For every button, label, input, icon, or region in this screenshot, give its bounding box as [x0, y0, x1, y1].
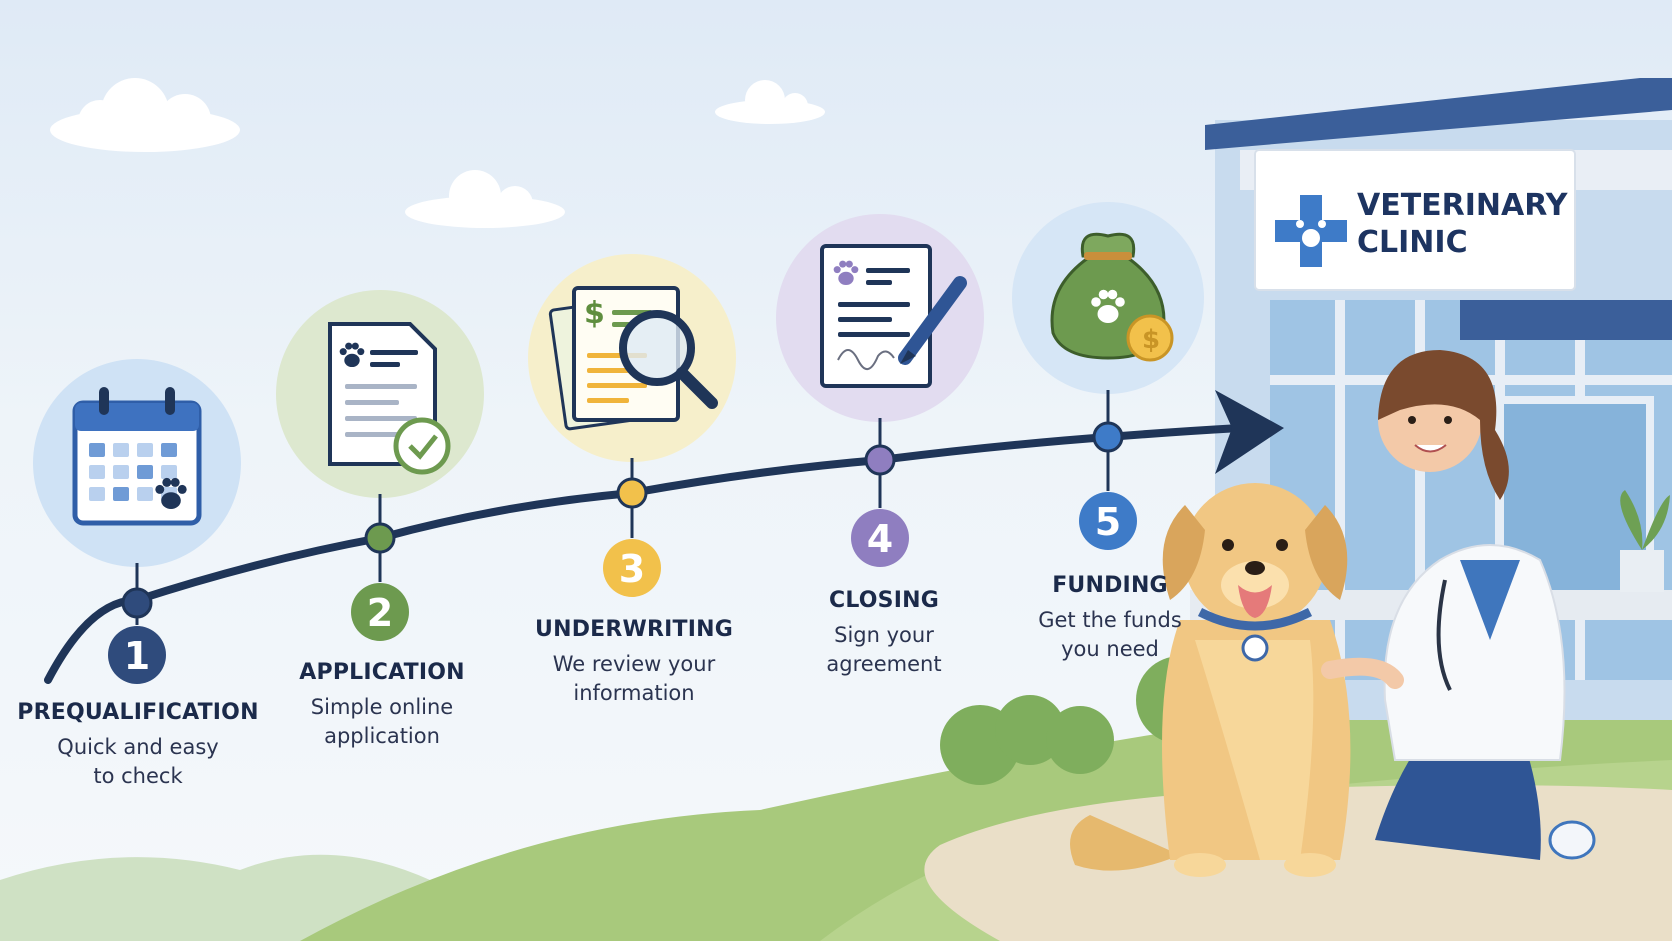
step-4-label: CLOSING Sign your agreement: [754, 588, 1014, 679]
step-1-label: PREQUALIFICATION Quick and easy to check: [8, 700, 268, 791]
step-2-title: APPLICATION: [299, 660, 465, 685]
step-1-number: 1: [124, 634, 150, 678]
step-5-title: FUNDING: [1052, 573, 1168, 598]
step-1-group: 1: [33, 359, 241, 684]
step-5-path-marker: [1092, 421, 1124, 453]
step-3-path-marker: [616, 477, 648, 509]
clinic-sign-line2: CLINIC: [1357, 225, 1468, 260]
steps-layer: 1 2 $3 4 $5: [33, 202, 1204, 684]
golden-retriever-dog: [1070, 483, 1351, 877]
step-2-description: Simple online application: [310, 695, 454, 748]
svg-text:$: $: [1142, 325, 1160, 355]
veterinarian-person: [1321, 350, 1596, 860]
step-3-number: 3: [619, 547, 645, 591]
step-5-label: FUNDING Get the funds you need: [980, 573, 1240, 664]
step-4-group: 4: [776, 214, 984, 567]
step-4-number-badge: [851, 509, 909, 567]
step-4-number: 4: [867, 517, 893, 561]
potted-plant: [1620, 490, 1670, 592]
cloud-icon: [405, 170, 565, 228]
signed-contract-icon: [820, 244, 967, 388]
step-2-group: 2: [276, 290, 484, 641]
step-2-label: APPLICATION Simple online application: [252, 660, 512, 751]
cloud-icon: [715, 80, 825, 124]
step-2-path-marker: [364, 522, 396, 554]
step-3-label: UNDERWRITING We review your information: [504, 617, 764, 708]
step-4-title: CLOSING: [829, 588, 939, 613]
cloud-icon: [50, 78, 240, 152]
journey-arrowhead: [1215, 390, 1284, 474]
svg-text:$: $: [584, 296, 605, 331]
step-3-group: $3: [528, 254, 736, 597]
medical-cross-paw-icon: [1275, 195, 1347, 267]
step-1-description: Quick and easy to check: [57, 735, 219, 788]
step-4-description: Sign your agreement: [826, 623, 942, 676]
step-5-number: 5: [1095, 500, 1121, 544]
clinic-sign: VETERINARY CLINIC: [1254, 149, 1576, 291]
step-2-number: 2: [367, 591, 393, 635]
step-1-title: PREQUALIFICATION: [17, 700, 259, 725]
step-3-number-badge: [603, 539, 661, 597]
money-bag-icon: $: [1050, 232, 1174, 362]
step-1-path-marker: [121, 587, 153, 619]
background-hills: [0, 854, 430, 941]
step-4-path-marker: [864, 444, 896, 476]
step-2-number-badge: [351, 583, 409, 641]
step-3-title: UNDERWRITING: [535, 617, 733, 642]
step-5-description: Get the funds you need: [1038, 608, 1182, 661]
step-1-number-badge: [108, 626, 166, 684]
step-5-number-badge: [1079, 492, 1137, 550]
calendar-paw-icon: [72, 387, 202, 526]
clinic-sign-line1: VETERINARY: [1357, 188, 1569, 223]
document-check-icon: [328, 322, 451, 475]
step-5-group: $5: [1012, 202, 1204, 550]
step-3-description: We review your information: [552, 652, 716, 705]
magnifier-document-icon: $: [548, 286, 718, 431]
